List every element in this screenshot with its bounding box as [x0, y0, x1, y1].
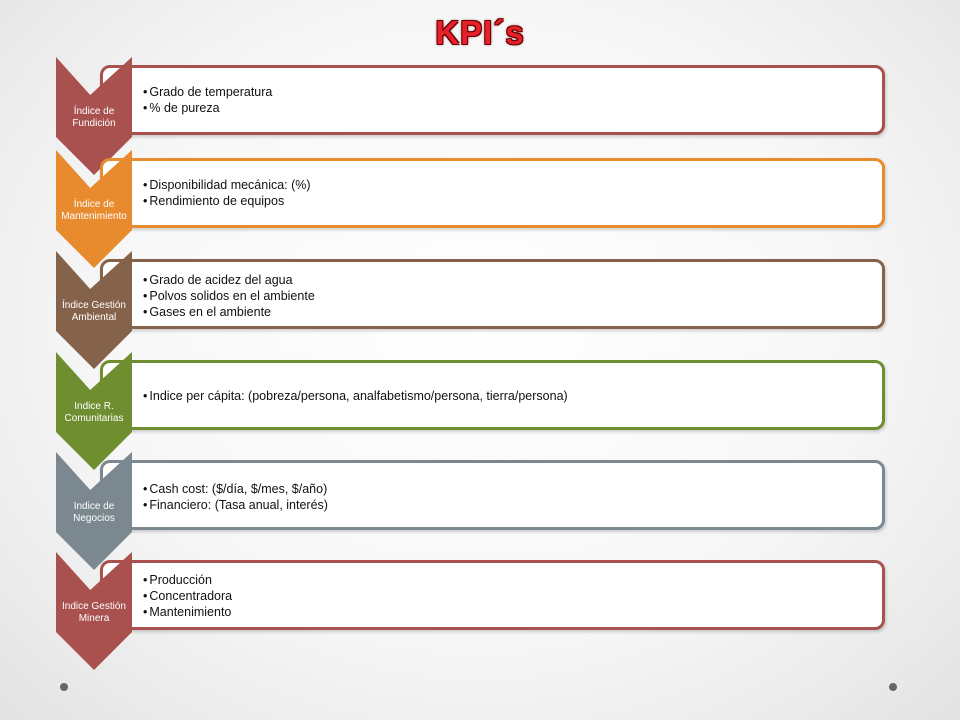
kpi-row-gestion-ambiental: Grado de acidez del agua Polvos solidos … [0, 251, 960, 369]
kpi-item: Concentradora [143, 588, 232, 604]
kpi-item-list: Grado de acidez del agua Polvos solidos … [143, 272, 315, 320]
kpi-row-negocios: Cash cost: ($/día, $/mes, $/año) Financi… [0, 452, 960, 570]
kpi-row-comunitarias: Indice per cápita: (pobreza/persona, ana… [0, 352, 960, 470]
kpi-item: Cash cost: ($/día, $/mes, $/año) [143, 481, 328, 497]
kpi-row-fundicion: Grado de temperatura % de pureza Índice … [0, 57, 960, 175]
kpi-item: Gases en el ambiente [143, 304, 315, 320]
kpi-item-list: Indice per cápita: (pobreza/persona, ana… [143, 388, 567, 404]
kpi-item: Disponibilidad mecánica: (%) [143, 177, 310, 193]
slide-dot-right [889, 683, 897, 691]
kpi-card: Grado de temperatura % de pureza [100, 65, 885, 135]
slide-dot-left [60, 683, 68, 691]
kpi-category-label: Índice de Fundición [72, 106, 116, 129]
kpi-item: Mantenimiento [143, 604, 232, 620]
kpi-category-label: Indice de Negocios [73, 501, 115, 524]
kpi-item: Financiero: (Tasa anual, interés) [143, 497, 328, 513]
kpi-item: Indice per cápita: (pobreza/persona, ana… [143, 388, 567, 404]
kpi-item: % de pureza [143, 100, 272, 116]
kpi-category-label: Índice Gestión Ambiental [62, 300, 126, 323]
page-title: KPI´s [435, 14, 525, 51]
kpi-item: Rendimiento de equipos [143, 193, 311, 209]
kpi-card: Disponibilidad mecánica: (%) Rendimiento… [100, 158, 885, 228]
kpi-card: Indice per cápita: (pobreza/persona, ana… [100, 360, 885, 430]
kpi-item: Grado de temperatura [143, 84, 272, 100]
kpi-card: Producción Concentradora Mantenimiento [100, 560, 885, 630]
kpi-category-label: Indice Gestión Minera [62, 601, 126, 624]
kpi-category-label: Índice de Mantenimiento [61, 199, 127, 222]
kpi-item-list: Disponibilidad mecánica: (%) Rendimiento… [143, 177, 311, 209]
kpi-item-list: Grado de temperatura % de pureza [143, 84, 272, 116]
kpi-item-list: Producción Concentradora Mantenimiento [143, 572, 232, 620]
kpi-item: Grado de acidez del agua [143, 272, 315, 288]
kpi-category-label: Indice R. Comunitarias [64, 401, 124, 424]
kpi-item: Producción [143, 572, 232, 588]
kpi-item: Polvos solidos en el ambiente [143, 288, 314, 304]
kpi-row-gestion-minera: Producción Concentradora Mantenimiento I… [0, 552, 960, 670]
kpi-card: Cash cost: ($/día, $/mes, $/año) Financi… [100, 460, 885, 530]
kpi-item-list: Cash cost: ($/día, $/mes, $/año) Financi… [143, 481, 328, 513]
kpi-row-mantenimiento: Disponibilidad mecánica: (%) Rendimiento… [0, 150, 960, 268]
kpi-card: Grado de acidez del agua Polvos solidos … [100, 259, 885, 329]
